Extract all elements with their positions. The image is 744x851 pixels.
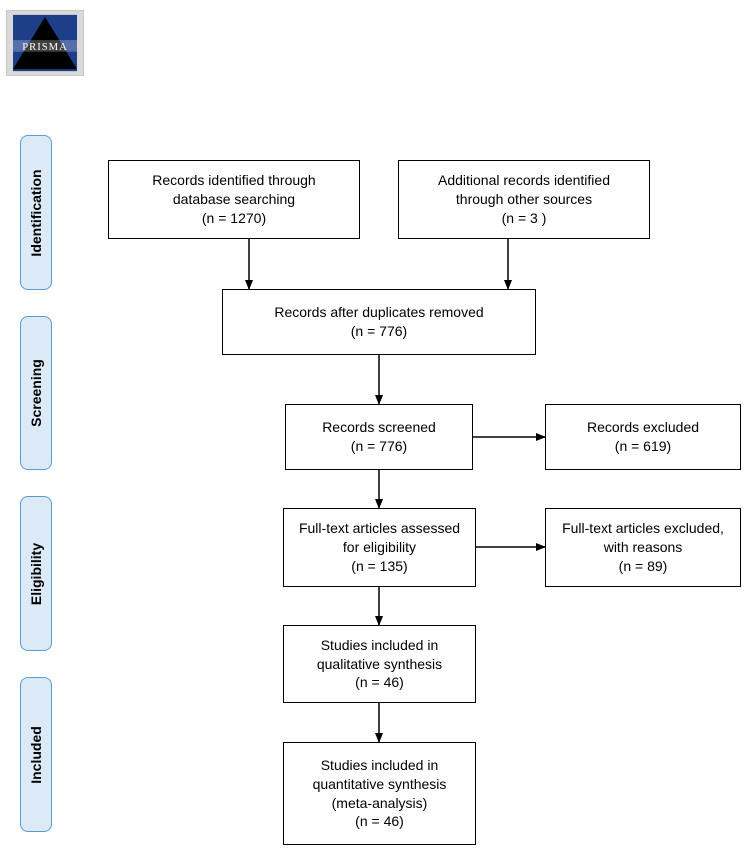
box-qualitative-synthesis-text: Studies included in qualitative synthesi… (316, 636, 443, 691)
box-qualitative-synthesis: Studies included in qualitative synthesi… (283, 625, 476, 703)
box-quantitative-synthesis-text: Studies included in quantitative synthes… (312, 756, 447, 830)
stage-screening: Screening (20, 316, 52, 470)
box-records-database-searching: Records identified through database sear… (108, 160, 360, 239)
box-additional-records-text: Additional records identified through ot… (438, 172, 610, 226)
box-after-duplicates-text: Records after duplicates removed (n = 77… (274, 304, 484, 339)
box-additional-records: Additional records identified through ot… (398, 160, 650, 239)
box-records-screened-text: Records screened (n = 776) (322, 419, 436, 454)
prisma-logo-icon: PRISMA (13, 14, 77, 72)
stage-eligibility: Eligibility (20, 496, 52, 651)
box-records-excluded: Records excluded (n = 619) (545, 404, 741, 470)
logo-text: PRISMA (22, 42, 68, 53)
box-fulltext-assessed: Full-text articles assessed for eligibil… (283, 508, 476, 587)
box-after-duplicates: Records after duplicates removed (n = 77… (222, 289, 536, 355)
box-records-database-searching-text: Records identified through database sear… (152, 172, 316, 226)
box-fulltext-excluded-text: Full-text articles excluded, with reason… (562, 520, 724, 574)
box-quantitative-synthesis: Studies included in quantitative synthes… (283, 742, 476, 845)
box-fulltext-excluded: Full-text articles excluded, with reason… (545, 508, 741, 587)
box-records-excluded-text: Records excluded (n = 619) (586, 419, 700, 454)
stage-identification: Identification (20, 135, 52, 290)
box-fulltext-assessed-text: Full-text articles assessed for eligibil… (298, 520, 461, 574)
prisma-logo: PRISMA (6, 10, 84, 76)
box-records-screened: Records screened (n = 776) (285, 404, 473, 470)
stage-included: Included (20, 677, 52, 832)
